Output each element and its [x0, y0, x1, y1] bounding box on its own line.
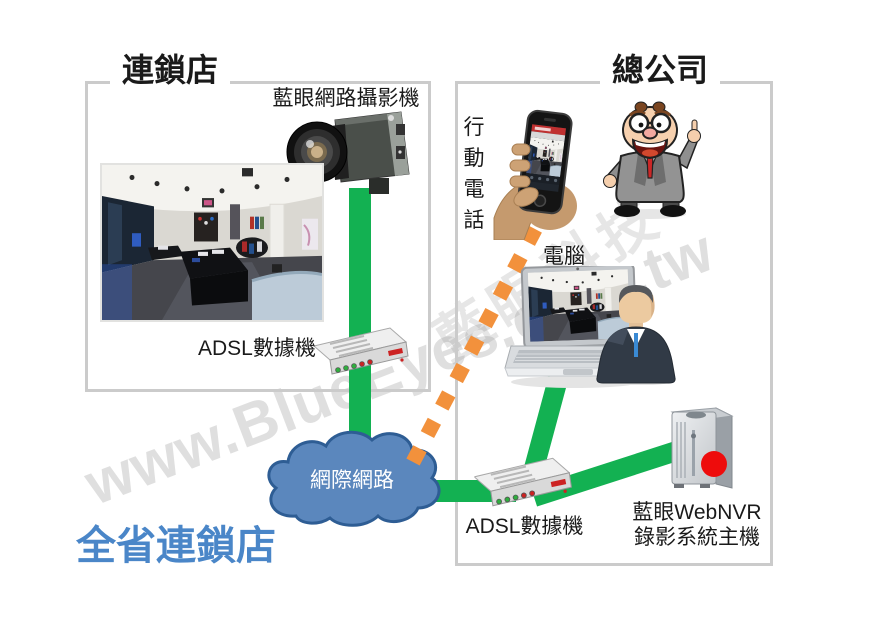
- headquarters-title: 總公司: [600, 52, 721, 88]
- footer-caption: 全省連鎖店: [76, 524, 276, 568]
- internet-cloud-label: 網際網路: [310, 469, 394, 492]
- chain-store-box: [85, 81, 431, 392]
- webnvr-label-line2: 錄影系統主機: [634, 526, 760, 549]
- adsl-modem-store-label: ADSL數據機: [198, 337, 316, 360]
- webnvr-server-icon: [660, 400, 742, 494]
- adsl-modem-store-icon: [314, 320, 418, 382]
- webnvr-label-line1: 藍眼WebNVR: [632, 501, 762, 524]
- mobile-phone-label: 行動電話: [463, 116, 485, 232]
- internet-cloud: 網際網路: [260, 424, 444, 532]
- boss-cartoon-icon: [597, 100, 703, 220]
- camera-label: 藍眼網路攝影機: [272, 87, 420, 110]
- webnvr-label: 藍眼WebNVR 錄影系統主機: [613, 500, 781, 550]
- store-cctv-snapshot: [100, 163, 324, 322]
- chain-store-title: 連鎖店: [110, 52, 231, 88]
- recording-indicator: [701, 451, 727, 477]
- adsl-modem-hq-icon: [474, 450, 582, 514]
- adsl-modem-hq-label: ADSL數據機: [465, 515, 584, 538]
- mobile-phone-icon: [492, 98, 594, 240]
- hq-user-icon: [595, 283, 677, 385]
- computer-label: 電腦: [543, 245, 585, 268]
